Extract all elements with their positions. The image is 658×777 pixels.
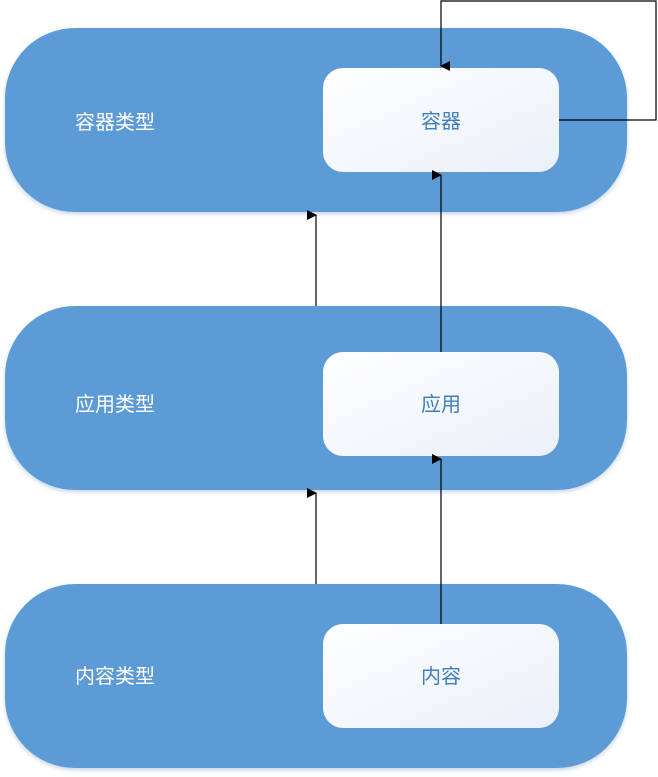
application-node[interactable]: 应用 — [323, 352, 559, 456]
application-layer[interactable]: 应用类型 应用 — [5, 306, 627, 490]
container-node-label: 容器 — [421, 109, 461, 133]
container-node-bg — [323, 68, 559, 172]
content-layer[interactable]: 内容类型 内容 — [5, 584, 627, 768]
edge-container-node-self-loop — [440, 0, 657, 121]
application-layer-label: 应用类型 — [75, 392, 155, 416]
application-node-label: 应用 — [421, 392, 461, 416]
content-layer-label: 内容类型 — [75, 664, 155, 688]
application-node-bg — [323, 352, 559, 456]
content-node-label: 内容 — [421, 664, 461, 688]
container-layer-label: 容器类型 — [75, 110, 155, 134]
content-node[interactable]: 内容 — [323, 624, 559, 728]
container-layer[interactable]: 容器类型 容器 — [5, 28, 627, 212]
content-node-bg — [323, 624, 559, 728]
container-node[interactable]: 容器 — [323, 68, 559, 172]
